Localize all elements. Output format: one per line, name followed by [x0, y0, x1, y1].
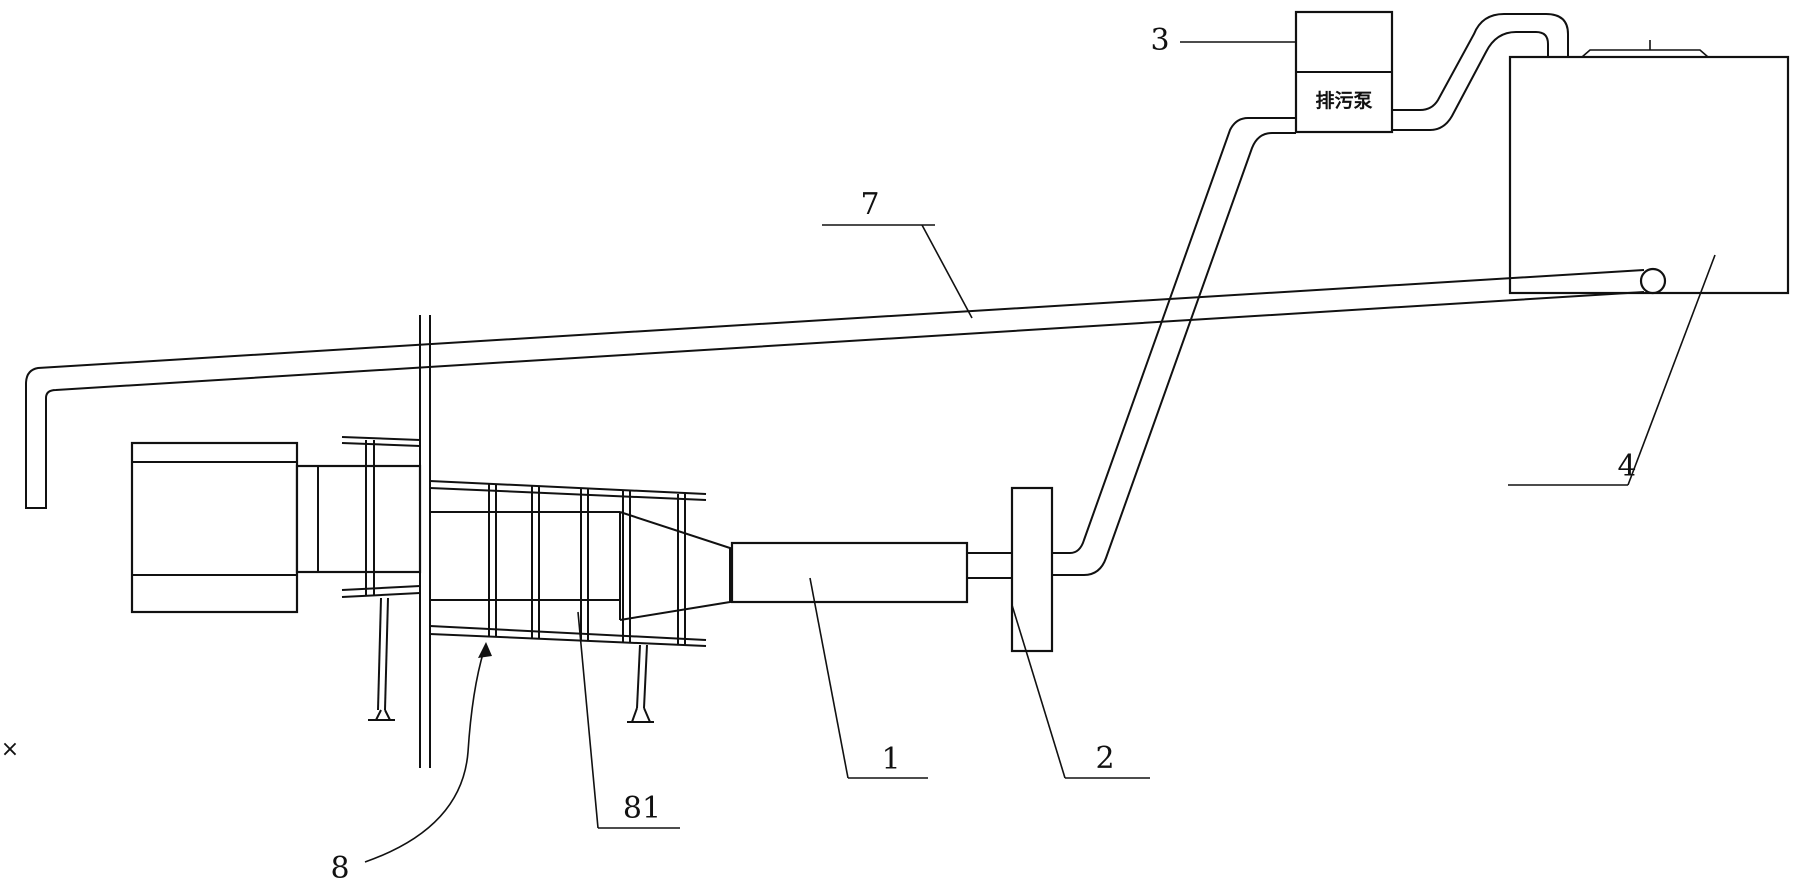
- return-pipe: [25, 267, 1667, 509]
- label-7: 7: [860, 187, 879, 222]
- outlet-pipe: [1040, 13, 1569, 576]
- label-4: 4: [1617, 449, 1636, 484]
- support-frame: [341, 436, 707, 723]
- sewage-pump: 排污泵: [1294, 10, 1394, 134]
- label-1: 1: [881, 742, 900, 777]
- valve: [967, 486, 1054, 653]
- margin-mark: ×: [1, 737, 19, 762]
- vacuum-tube: [619, 511, 969, 621]
- label-2: 2: [1095, 741, 1114, 776]
- wall: [419, 315, 431, 768]
- label-3: 3: [1150, 23, 1169, 58]
- label-8: 8: [330, 851, 349, 883]
- pump-label: 排污泵: [1315, 89, 1372, 112]
- motor-box: [130, 441, 422, 614]
- tank: [1508, 40, 1790, 295]
- leader-lines: [364, 41, 1716, 863]
- label-81: 81: [623, 791, 661, 826]
